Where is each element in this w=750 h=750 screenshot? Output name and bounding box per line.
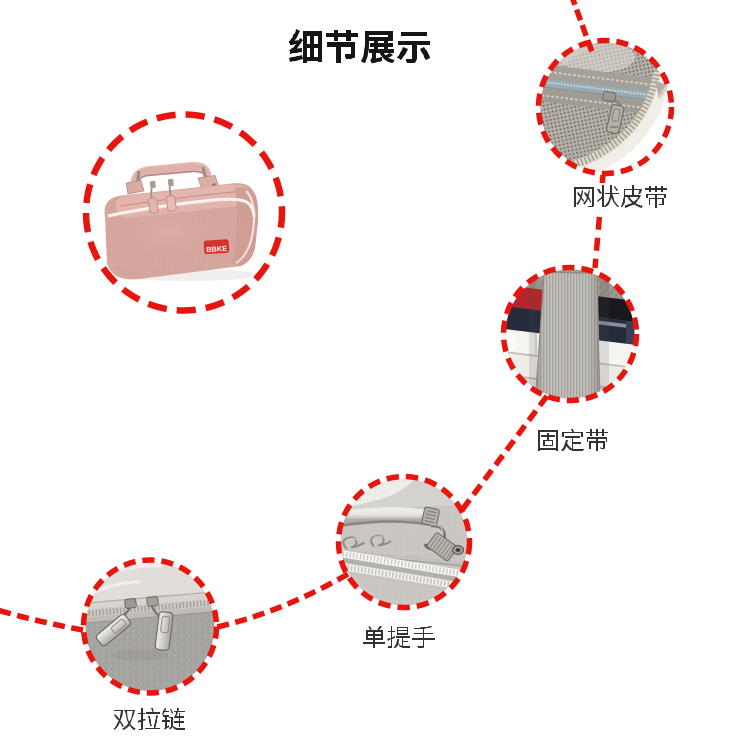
- connector-mesh-to-strap: [592, 174, 606, 269]
- label-mesh-belt: [569, 183, 672, 210]
- page-title: [289, 29, 430, 64]
- label-double-zipper: [110, 705, 188, 733]
- circle-mesh-belt: [535, 37, 675, 177]
- circle-single-handle: [335, 473, 473, 611]
- photo-single-handle: [340, 478, 468, 606]
- label-single-handle: [360, 623, 438, 651]
- circle-overview: [82, 111, 286, 314]
- circle-fixing-strap: [500, 264, 640, 404]
- photo-fixing-strap: [505, 269, 635, 399]
- brand-label-text: BBKE: [206, 244, 228, 254]
- brand-label: [203, 239, 230, 255]
- connector-zipper-to-edge: [0, 607, 84, 633]
- label-fixing-strap: [534, 426, 612, 454]
- callout-circles: [80, 37, 675, 696]
- circle-double-zipper: [80, 557, 220, 696]
- connector-strap-to-handle: [459, 394, 550, 512]
- photo-pencil-case: BBKE: [104, 161, 259, 281]
- photo-double-zipper: [85, 562, 215, 691]
